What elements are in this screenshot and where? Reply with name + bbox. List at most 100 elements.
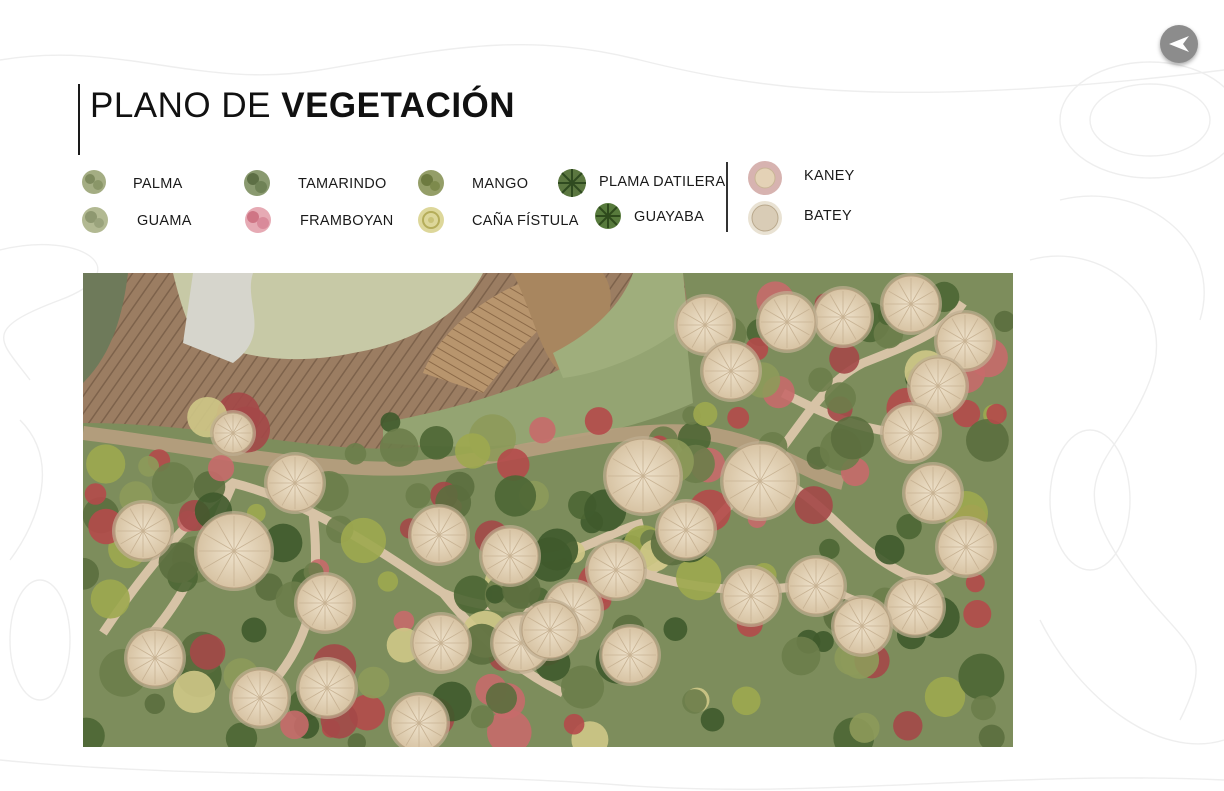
hut-roof-ray <box>910 303 925 327</box>
tree-canopy <box>963 600 992 628</box>
hut-roof-ray <box>509 555 533 570</box>
hut-roof-ray <box>861 612 885 627</box>
hut-roof-ray <box>496 533 511 557</box>
hut-roof-ray <box>691 324 706 348</box>
legend-label: TAMARINDO <box>298 176 387 192</box>
hut-roof-ray <box>615 556 639 571</box>
hut-roof-ray <box>616 654 631 678</box>
hut-roof-ray <box>232 432 243 449</box>
hut-roof-ray <box>773 321 788 345</box>
hut-roof-ray <box>416 534 440 549</box>
hut-roof-ray <box>223 417 234 434</box>
hut-roof-ray <box>729 480 761 499</box>
hut-roof-ray <box>549 629 564 653</box>
hut-roof-ray <box>708 357 732 372</box>
tree-canopy <box>86 444 126 484</box>
hut-roof-ray <box>685 529 700 553</box>
hut-roof-ray <box>294 482 318 497</box>
hut-roof-ray <box>786 299 801 323</box>
hut-roof-ray <box>888 303 912 318</box>
hut-roof-ray <box>440 642 464 657</box>
hut-roof-ray <box>129 508 144 532</box>
tree-canopy <box>829 343 860 374</box>
hut-roof-ray <box>232 432 249 443</box>
hut-roof-ray <box>773 299 788 323</box>
hut-roof-ray <box>750 573 765 597</box>
legend-label: PALMA <box>133 176 183 192</box>
legend-divider <box>726 162 728 232</box>
hut-roof-ray <box>932 479 956 494</box>
hut-roof-ray <box>615 569 630 593</box>
hut-roof-ray <box>141 657 156 681</box>
legend-label: KANEY <box>804 168 855 184</box>
legend-label: GUAMA <box>137 213 192 229</box>
tree-canopy <box>693 401 718 427</box>
hut-roof-ray <box>964 340 988 355</box>
hut-roof-ray <box>704 324 728 339</box>
hut-roof-ray <box>691 302 706 326</box>
legend-label: FRAMBOYAN <box>300 213 394 229</box>
hut-roof-ray <box>910 492 934 507</box>
hut-roof-ray <box>629 654 644 678</box>
hut-roof-ray <box>964 318 979 342</box>
tree-canopy <box>405 483 431 509</box>
hut-roof-ray <box>425 534 440 558</box>
hut-roof-ray <box>324 580 339 604</box>
hut-roof-ray <box>326 665 341 689</box>
hut-roof-ray <box>142 530 166 545</box>
hut-roof-ray <box>281 482 296 506</box>
hut-roof-ray <box>142 508 157 532</box>
hut-roof-ray <box>536 607 551 631</box>
hut-roof-ray <box>418 722 442 737</box>
hut-roof-ray <box>786 321 801 345</box>
tree-canopy <box>470 705 494 729</box>
hut-roof-ray <box>203 550 235 569</box>
tree-canopy <box>494 475 537 517</box>
hut-roof-ray <box>815 585 830 609</box>
hut-roof-ray <box>729 463 761 482</box>
hut-roof-ray <box>704 324 719 348</box>
tree-canopy <box>966 419 1009 462</box>
hut-roof-ray <box>764 321 788 336</box>
hut-roof-ray <box>737 573 752 597</box>
hut-roof-ray <box>259 684 283 699</box>
hut-roof-ray <box>672 529 687 553</box>
hut-roof-ray <box>233 533 265 552</box>
hut-roof-ray <box>313 665 328 689</box>
hut-roof-ray <box>919 492 934 516</box>
hut-roof-ray <box>786 308 810 323</box>
tree-canopy <box>781 636 821 676</box>
hut-roof-ray <box>572 587 587 611</box>
tree-canopy <box>419 426 454 460</box>
hut-roof-ray <box>897 432 912 456</box>
hut-roof-ray <box>682 324 706 339</box>
hut-roof-ray <box>888 419 912 434</box>
arrow-left-icon <box>1169 36 1189 52</box>
hut-roof-ray <box>910 432 934 447</box>
hut-roof-ray <box>728 582 752 597</box>
hut-roof-ray <box>717 348 732 372</box>
hut-roof-ray <box>730 370 754 385</box>
hut-roof-ray <box>294 460 309 484</box>
hut-roof-ray <box>892 593 916 608</box>
hut-roof-ray <box>232 417 243 434</box>
hut-roof-ray <box>142 517 166 532</box>
hut-roof-ray <box>294 469 318 484</box>
legend-label: CAÑA FÍSTULA <box>472 213 579 229</box>
back-button[interactable] <box>1160 25 1198 63</box>
mango-icon <box>418 170 444 196</box>
hut-roof-ray <box>942 340 966 355</box>
hut-roof-ray <box>629 632 644 656</box>
hut-roof-ray <box>820 316 844 331</box>
legend-label: GUAYABA <box>634 209 705 225</box>
hut-roof-ray <box>642 475 661 507</box>
page-title: PLANO DE VEGETACIÓN <box>90 86 515 126</box>
hut-roof-ray <box>937 385 952 409</box>
tree-canopy <box>83 717 105 747</box>
hut-roof-ray <box>924 363 939 387</box>
tree-canopy <box>986 403 1007 425</box>
hut-roof-ray <box>549 616 573 631</box>
tree-canopy <box>965 573 985 593</box>
hut-roof-ray <box>910 419 934 434</box>
title-regular: PLANO DE <box>90 86 282 125</box>
